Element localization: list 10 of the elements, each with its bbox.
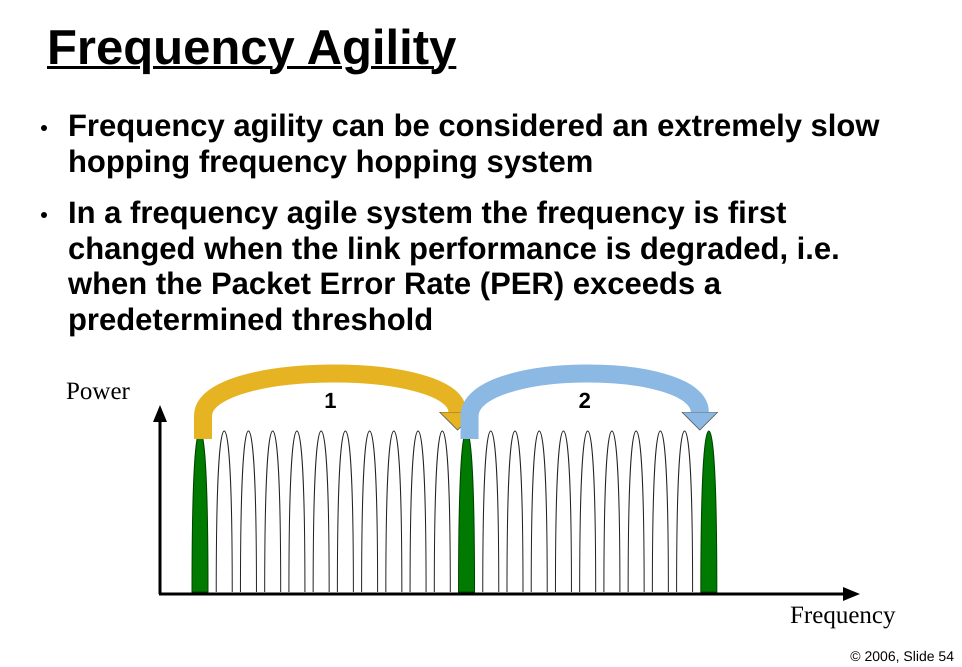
slide-title: Frequency Agility — [47, 20, 456, 76]
bullet-text: In a frequency agile system the frequency is first changed when the link performance is degraded, i.e. when the Packet Error Rate (PER) exceeds a predetermined threshold — [68, 195, 841, 337]
axis-label: Frequency — [790, 602, 896, 630]
hop-arrow — [460, 364, 718, 439]
edge-label: 2 — [578, 388, 591, 414]
channel-peak — [700, 430, 718, 592]
axis-label: Power — [66, 378, 130, 406]
bullet-text: Frequency agility can be considered an extremely slow hopping frequency hopping system — [68, 108, 880, 179]
edge-label: 1 — [324, 388, 336, 414]
footer-text: © 2006, Slide 54 — [850, 648, 954, 664]
